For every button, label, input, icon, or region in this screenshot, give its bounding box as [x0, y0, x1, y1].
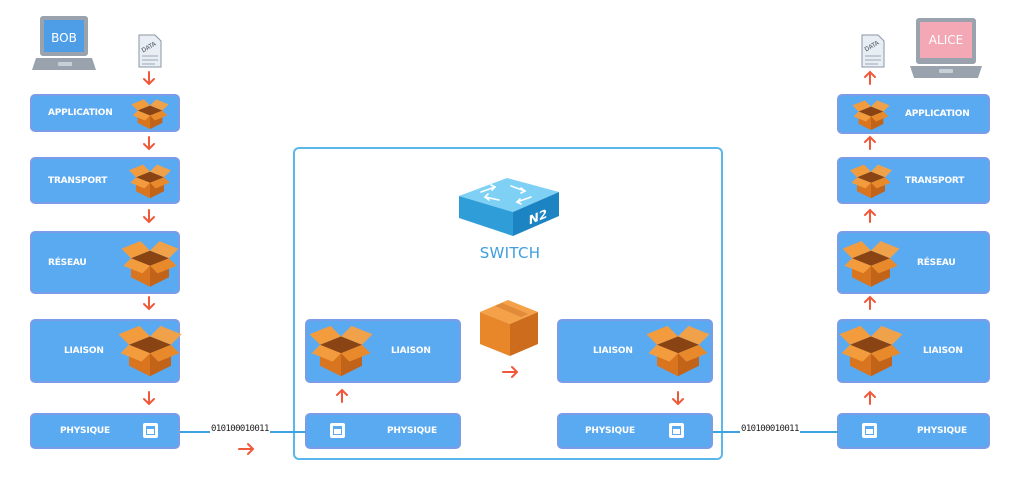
switch-icon	[459, 178, 559, 236]
bob-arrow-down-4	[143, 391, 155, 406]
switch-frame	[293, 147, 723, 460]
alice-reseau-package-icon	[842, 241, 900, 287]
bob-arrow-down-1	[143, 136, 155, 151]
switch-label: SWITCH	[479, 244, 541, 262]
alice-arrow-up-4	[864, 390, 876, 405]
alice-arrow-up-3	[864, 295, 876, 310]
bob-arrow-down-3	[143, 296, 155, 311]
bob-transport-package-icon	[129, 164, 171, 199]
bob-name: BOB	[51, 31, 77, 45]
bob-arrow-down-2	[143, 209, 155, 224]
switch-arrow-right	[502, 366, 519, 378]
bob-laptop-icon	[32, 16, 96, 70]
alice-arrow-up-2	[864, 208, 876, 223]
link-arrow-right	[238, 443, 255, 455]
alice-layer-transport: TRANSPORT	[837, 157, 990, 204]
switch-closed-package-icon	[480, 300, 538, 356]
switch-right-liaison-package-icon	[646, 325, 710, 377]
bob-data-document-icon	[138, 34, 162, 68]
bob-port-icon	[143, 423, 158, 438]
alice-application-package-icon	[852, 100, 890, 131]
switch-right-port-icon	[669, 423, 684, 438]
alice-laptop-icon	[910, 18, 982, 78]
link-bits-left: 010100010011	[210, 424, 270, 434]
alice-data-document-icon	[861, 34, 885, 68]
switch-left-port-icon	[330, 423, 345, 438]
alice-arrow-up-0	[864, 70, 876, 85]
alice-port-icon	[862, 423, 877, 438]
alice-arrow-up-1	[864, 135, 876, 150]
bob-layer-transport: TRANSPORT	[30, 157, 180, 204]
bob-liaison-package-icon	[118, 325, 182, 377]
bob-arrow-down-0	[143, 71, 155, 86]
alice-transport-package-icon	[850, 164, 892, 199]
switch-right-layer-physique: PHYSIQUE	[557, 413, 713, 449]
switch-arrow-down	[672, 391, 684, 406]
switch-left-liaison-package-icon	[309, 325, 373, 377]
alice-liaison-package-icon	[839, 325, 903, 377]
alice-name: ALICE	[928, 33, 964, 47]
bob-application-package-icon	[131, 99, 169, 130]
bob-reseau-package-icon	[121, 241, 179, 287]
link-bits-right: 010100010011	[740, 424, 800, 434]
switch-arrow-up	[336, 388, 348, 403]
